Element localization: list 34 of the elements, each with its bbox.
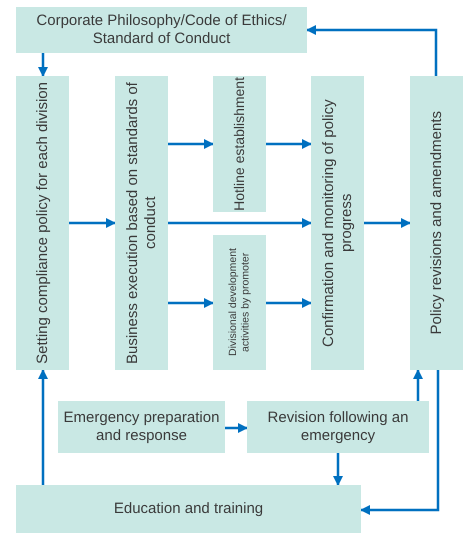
arrow [38,369,48,485]
box-label: Corporate Philosophy/Code of Ethics/ Standard of Conduct [35,12,288,48]
process-box [16,76,69,370]
arrow [360,370,440,515]
box-label: Confirmation and monitoring of policy progress [320,98,356,349]
box-label: Revision following an emergency [266,409,410,445]
process-box [311,76,364,370]
box-label: Education and training [114,500,264,518]
box-label: Business execution based on standards of conduct [124,81,160,366]
arrow [38,53,48,77]
arrow [168,139,214,149]
arrow [168,218,312,228]
process-box [213,76,266,212]
arrow [333,453,343,486]
box-label: Policy revisions and amendments [428,111,446,335]
process-box [115,76,168,370]
process-box [16,485,361,533]
process-box [58,401,225,453]
arrow [266,139,312,149]
arrow [168,298,214,308]
arrow [225,423,248,433]
process-box [410,76,463,370]
arrow [413,369,423,401]
arrow [364,218,411,228]
box-label: Emergency preparation and response [62,409,220,445]
process-box [247,401,429,453]
arrow [306,25,438,76]
box-label: Setting compliance policy for each division [34,82,52,364]
process-box [16,7,307,53]
arrow [69,218,116,228]
box-label: Hotline establishment [231,77,248,211]
box-label: Divisional development activities by promoter [226,247,252,358]
process-box [213,235,266,370]
arrow [266,298,312,308]
